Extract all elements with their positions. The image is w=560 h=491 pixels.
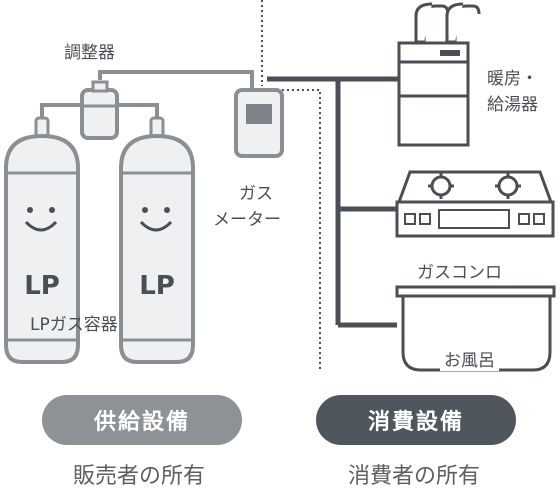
lp-cylinder-right	[119, 116, 195, 364]
supply-section-badge: 供給設備	[42, 395, 242, 445]
consumer-piping	[267, 76, 400, 328]
consumer-section-badge: 消費設備	[316, 395, 516, 445]
gas-stove	[395, 170, 555, 238]
heater-label-line2: 給湯器	[487, 95, 538, 115]
gas-meter	[234, 88, 284, 158]
regulator	[80, 80, 119, 140]
heater-label-line1: 暖房・	[487, 69, 538, 89]
lp-cylinder-left	[3, 116, 80, 364]
lp-containers-label: LPガス容器	[30, 315, 118, 335]
boundary-lines	[261, 0, 321, 372]
consumer-owner-text: 消費者の所有	[348, 464, 481, 489]
cylinder-lp-mark-right: LP	[139, 271, 175, 301]
supply-piping	[40, 70, 254, 128]
stove-label: ガスコンロ	[417, 263, 502, 283]
cylinder-lp-mark-left: LP	[24, 271, 60, 301]
bath-label: お風呂	[440, 346, 499, 371]
gas-meter-label-line1: ガス	[239, 184, 273, 204]
supply-owner-text: 販売者の所有	[73, 464, 206, 489]
water-heater	[397, 2, 481, 147]
regulator-label: 調整器	[64, 43, 115, 63]
gas-meter-label-line2: メーター	[213, 210, 281, 230]
